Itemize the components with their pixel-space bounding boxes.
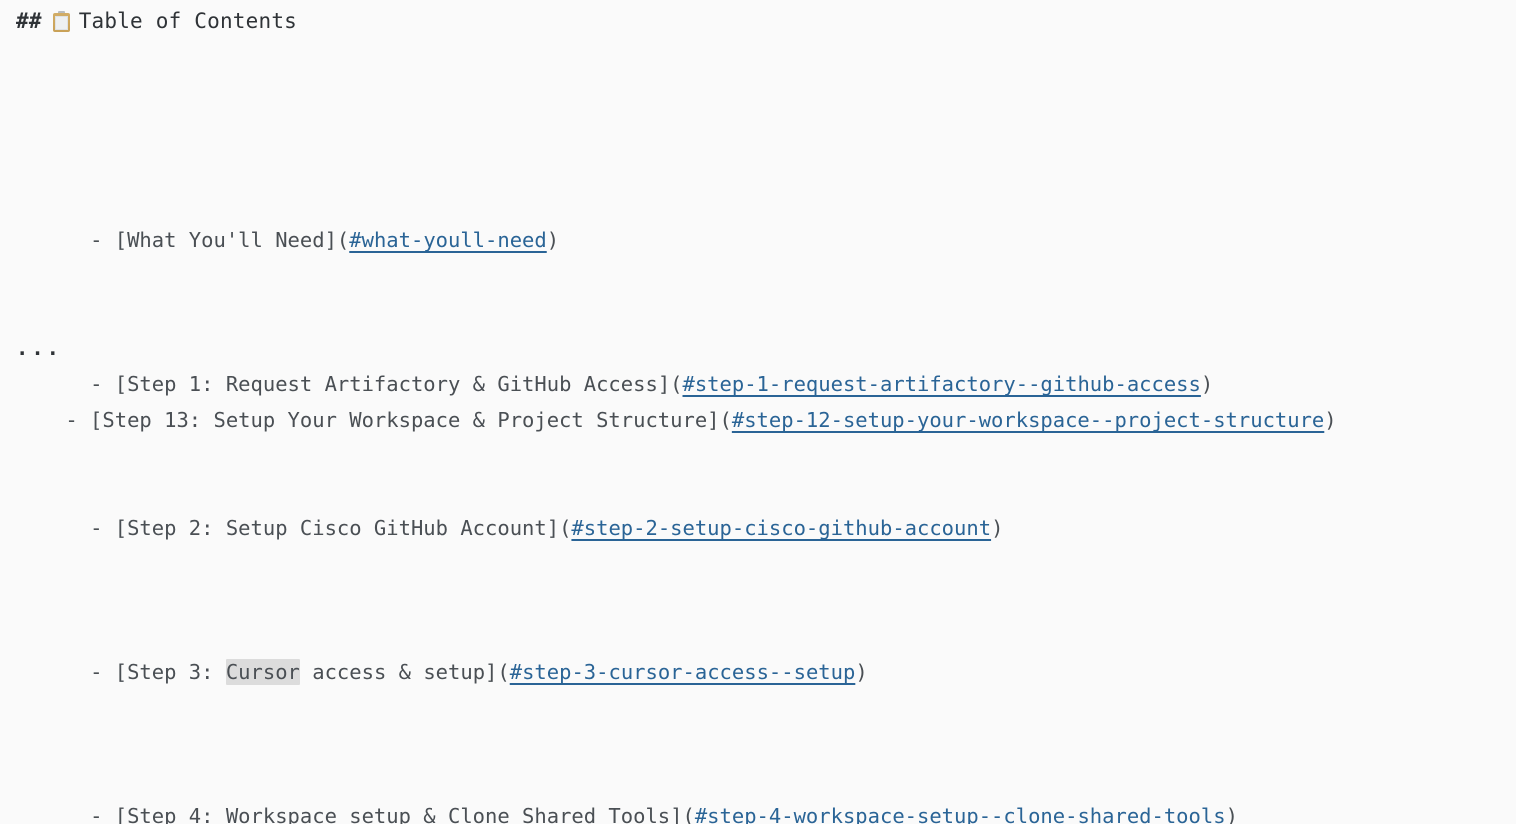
list-bullet: - bbox=[90, 804, 103, 824]
list-bullet: - bbox=[90, 228, 103, 252]
list-bullet: - bbox=[90, 372, 103, 396]
markdown-preview-page: ## Table of Contents - [What You'll Need… bbox=[16, 6, 1337, 824]
close-paren: ) bbox=[855, 660, 868, 684]
open-bracket: [ bbox=[102, 516, 128, 540]
open-bracket: [ bbox=[102, 372, 128, 396]
list-bullet: - bbox=[90, 660, 103, 684]
list-item: - [Step 13: Setup Your Workspace & Proje… bbox=[16, 366, 1336, 474]
list-item: - [Step 2: Setup Cisco GitHub Account](#… bbox=[16, 474, 1275, 540]
list-item: - [Step 3: Cursor access & setup](#step-… bbox=[16, 618, 1275, 685]
heading-title-text: Table of Contents bbox=[78, 9, 298, 33]
close-bracket: ]( bbox=[657, 372, 683, 396]
list-item-label: Step 1: Request Artifactory & GitHub Acc… bbox=[127, 372, 658, 396]
list-item: - [Step 4: Workspace setup & Clone Share… bbox=[16, 762, 1275, 824]
anchor-link-step-3[interactable]: #step-3-cursor-access--setup bbox=[509, 660, 856, 684]
anchor-link-step-1[interactable]: #step-1-request-artifactory--github-acce… bbox=[682, 372, 1201, 396]
ellipsis-separator: ... bbox=[16, 336, 63, 360]
list-item: - [Step 1: Request Artifactory & GitHub … bbox=[16, 330, 1275, 396]
page-title: ## Table of Contents bbox=[16, 6, 297, 36]
list-item-label: What You'll Need bbox=[127, 228, 325, 252]
anchor-link-what-youll-need[interactable]: #what-youll-need bbox=[349, 228, 547, 252]
open-bracket: [ bbox=[102, 804, 128, 824]
search-highlight-cursor: Cursor bbox=[225, 659, 300, 685]
list-item-label-suffix: access & setup bbox=[299, 660, 486, 684]
open-bracket: [ bbox=[102, 660, 128, 684]
close-bracket: ]( bbox=[546, 516, 572, 540]
close-bracket: ]( bbox=[324, 228, 350, 252]
close-paren: ) bbox=[1225, 804, 1238, 824]
heading-hash-marks: ## bbox=[16, 9, 42, 33]
list-bullet: - bbox=[90, 516, 103, 540]
anchor-link-step-4[interactable]: #step-4-workspace-setup--clone-shared-to… bbox=[694, 804, 1226, 824]
close-bracket: ]( bbox=[485, 660, 510, 684]
list-item-label: Step 2: Setup Cisco GitHub Account bbox=[127, 516, 547, 540]
list-item: - [What You'll Need](#what-youll-need) bbox=[16, 186, 1275, 252]
clipboard-icon bbox=[52, 10, 70, 32]
close-paren: ) bbox=[546, 228, 560, 252]
close-bracket: ]( bbox=[670, 804, 695, 824]
close-paren: ) bbox=[1200, 372, 1214, 396]
list-item-label: Step 4: Workspace setup & Clone Shared T… bbox=[127, 804, 671, 824]
open-bracket: [ bbox=[102, 228, 128, 252]
list-item-label-prefix: Step 3: bbox=[127, 660, 226, 684]
close-paren: ) bbox=[991, 516, 1004, 540]
anchor-link-step-2[interactable]: #step-2-setup-cisco-github-account bbox=[571, 516, 992, 540]
